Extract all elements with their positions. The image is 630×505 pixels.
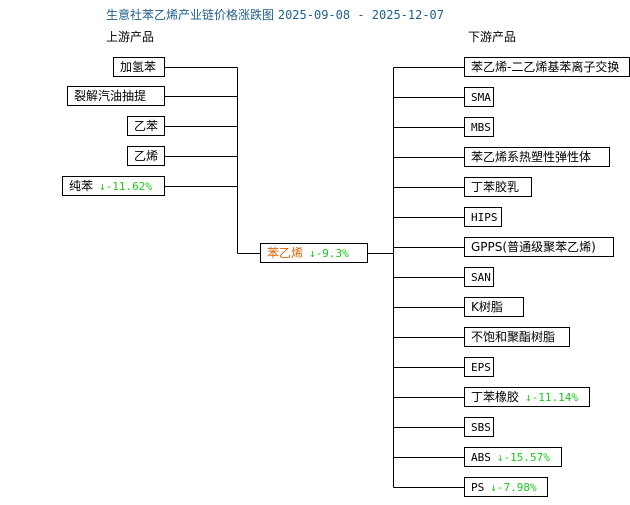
downstream-node-label: SAN <box>471 271 491 284</box>
downstream-node-change: ↓-11.14% <box>525 391 578 404</box>
downstream-node[interactable]: SMA <box>464 87 494 107</box>
upstream-header: 上游产品 <box>106 30 155 44</box>
upstream-node[interactable]: 纯苯 ↓-11.62% <box>62 176 165 196</box>
downstream-node-label: GPPS(普通级聚苯乙烯) <box>471 240 596 254</box>
downstream-node-label: SMA <box>471 91 491 104</box>
downstream-node-label: 苯乙烯系热塑性弹性体 <box>471 150 592 164</box>
downstream-node-label: 丁苯橡胶 <box>471 390 520 404</box>
upstream-node[interactable]: 裂解汽油抽提 <box>67 86 165 106</box>
downstream-node[interactable]: EPS <box>464 357 494 377</box>
downstream-node[interactable]: ABS ↓-15.57% <box>464 447 562 467</box>
downstream-node-label: 不饱和聚酯树脂 <box>471 330 556 344</box>
downstream-node[interactable]: PS ↓-7.98% <box>464 477 548 497</box>
upstream-node-label: 乙苯 <box>134 119 159 133</box>
downstream-node[interactable]: K树脂 <box>464 297 524 317</box>
downstream-node-label: PS <box>471 481 485 494</box>
downstream-node-label: 苯乙烯-二乙烯基苯离子交换 <box>471 60 620 74</box>
chart-date-range: 2025-09-08 - 2025-12-07 <box>277 8 445 22</box>
upstream-node-label: 纯苯 <box>69 179 94 193</box>
downstream-node-label: EPS <box>471 361 491 374</box>
downstream-node-change: ↓-7.98% <box>490 481 537 494</box>
chart-title-text: 生意社苯乙烯产业链价格涨跌图 <box>106 8 275 22</box>
upstream-node[interactable]: 乙烯 <box>127 146 165 166</box>
downstream-node-label: ABS <box>471 451 491 464</box>
downstream-node[interactable]: 苯乙烯系热塑性弹性体 <box>464 147 610 167</box>
downstream-node[interactable]: MBS <box>464 117 494 137</box>
downstream-node-label: MBS <box>471 121 491 134</box>
upstream-node-label: 裂解汽油抽提 <box>74 89 147 103</box>
upstream-node-label: 乙烯 <box>134 149 159 163</box>
downstream-node[interactable]: SAN <box>464 267 494 287</box>
center-node-label: 苯乙烯 <box>267 246 304 260</box>
center-node-change: ↓-9.3% <box>309 247 349 260</box>
upstream-node[interactable]: 乙苯 <box>127 116 165 136</box>
downstream-node-label: 丁苯胶乳 <box>471 180 520 194</box>
downstream-node[interactable]: 苯乙烯-二乙烯基苯离子交换 <box>464 57 630 77</box>
upstream-node-label: 加氢苯 <box>120 60 157 74</box>
upstream-node-change: ↓-11.62% <box>99 180 152 193</box>
chart-title: 生意社苯乙烯产业链价格涨跌图 2025-09-08 - 2025-12-07 <box>106 6 444 23</box>
downstream-node[interactable]: 不饱和聚酯树脂 <box>464 327 570 347</box>
downstream-node-change: ↓-15.57% <box>496 451 550 464</box>
downstream-node[interactable]: SBS <box>464 417 494 437</box>
downstream-node-label: K树脂 <box>471 300 503 314</box>
downstream-node[interactable]: 丁苯橡胶 ↓-11.14% <box>464 387 590 407</box>
upstream-node[interactable]: 加氢苯 <box>113 57 165 77</box>
downstream-header: 下游产品 <box>468 30 517 44</box>
center-node[interactable]: 苯乙烯 ↓-9.3% <box>260 243 368 263</box>
downstream-node-label: HIPS <box>471 211 498 224</box>
downstream-node[interactable]: 丁苯胶乳 <box>464 177 532 197</box>
downstream-node[interactable]: GPPS(普通级聚苯乙烯) <box>464 237 614 257</box>
downstream-node-label: SBS <box>471 421 491 434</box>
downstream-node[interactable]: HIPS <box>464 207 502 227</box>
